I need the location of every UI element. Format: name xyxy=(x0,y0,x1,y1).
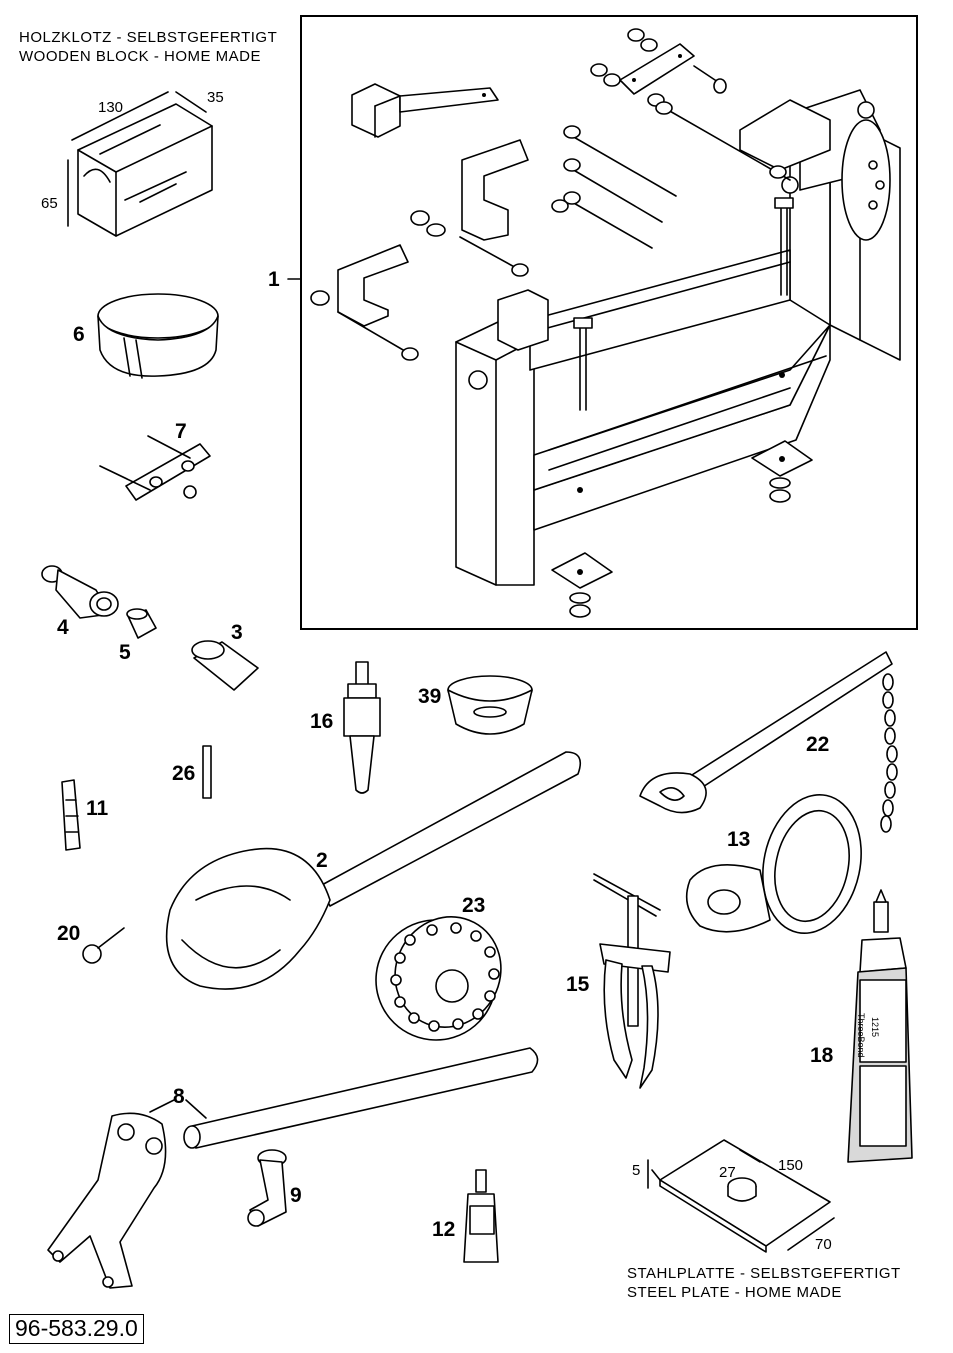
wooden-block-caption-de: HOLZKLOTZ - SELBSTGEFERTIGT xyxy=(19,29,278,46)
part-label-16: 16 xyxy=(310,710,334,733)
part-label-5: 5 xyxy=(119,641,131,664)
part-label-22: 22 xyxy=(806,733,830,756)
part-label-23: 23 xyxy=(462,894,486,917)
chain-wrench-drawing xyxy=(639,651,898,833)
part-label-7: 7 xyxy=(175,420,187,443)
part-label-15: 15 xyxy=(566,973,590,996)
plate-length-dim: 150 xyxy=(778,1157,804,1174)
part-label-39: 39 xyxy=(418,685,442,708)
puller-plate-drawing xyxy=(99,435,211,501)
plate-thickness-dim: 5 xyxy=(632,1162,641,1179)
part-label-6: 6 xyxy=(73,323,85,346)
crankshaft-holder-drawing xyxy=(47,1047,539,1289)
part-label-11: 11 xyxy=(86,797,109,820)
small-parts-drawing xyxy=(61,745,212,964)
engine-stand-drawing xyxy=(287,28,901,618)
part-label-12: 12 xyxy=(432,1218,456,1241)
tube-number-text: 1215 xyxy=(870,1017,880,1038)
part-label-18: 18 xyxy=(810,1044,834,1067)
engine-stand-frame xyxy=(300,15,918,630)
two-arm-puller-drawing xyxy=(593,873,671,1089)
part-label-1: 1 xyxy=(268,268,280,291)
loctite-bottle-drawing xyxy=(463,1169,499,1263)
holding-wrench-drawing xyxy=(685,794,862,934)
steel-plate-caption-en: STEEL PLATE - HOME MADE xyxy=(627,1284,842,1301)
sleeve-tools-drawing xyxy=(41,565,259,691)
tube-brand-text: ThreeBond xyxy=(856,1013,866,1058)
wooden-block-drawing xyxy=(67,91,213,237)
steel-plate-drawing xyxy=(647,1139,835,1253)
document-number: 96-583.29.0 xyxy=(9,1314,144,1345)
ring-tool-drawing xyxy=(97,293,219,379)
block-height-dim: 65 xyxy=(41,195,58,212)
part-label-26: 26 xyxy=(172,762,196,785)
slide-hammer-drawing xyxy=(343,661,381,794)
part-label-13: 13 xyxy=(727,828,751,851)
plate-hole-dim: 27 xyxy=(719,1164,736,1181)
part-label-4: 4 xyxy=(57,616,69,639)
steel-plate-caption-de: STAHLPLATTE - SELBSTGEFERTIGT xyxy=(627,1265,901,1282)
sealant-tube-drawing xyxy=(847,889,913,1163)
oil-filter-wrench-drawing xyxy=(447,675,533,735)
plate-width-dim: 70 xyxy=(815,1236,832,1253)
flywheel-holder-drawing xyxy=(375,916,502,1041)
part-label-3: 3 xyxy=(231,621,243,644)
locking-pin-drawing xyxy=(247,1149,287,1227)
wooden-block-caption-en: WOODEN BLOCK - HOME MADE xyxy=(19,48,262,65)
block-depth-dim: 35 xyxy=(207,89,224,106)
part-label-20: 20 xyxy=(57,922,81,945)
clutch-holder-drawing xyxy=(165,751,582,990)
part-label-9: 9 xyxy=(290,1184,302,1207)
part-label-2: 2 xyxy=(316,849,328,872)
part-label-8: 8 xyxy=(173,1085,185,1108)
block-length-dim: 130 xyxy=(98,99,124,116)
